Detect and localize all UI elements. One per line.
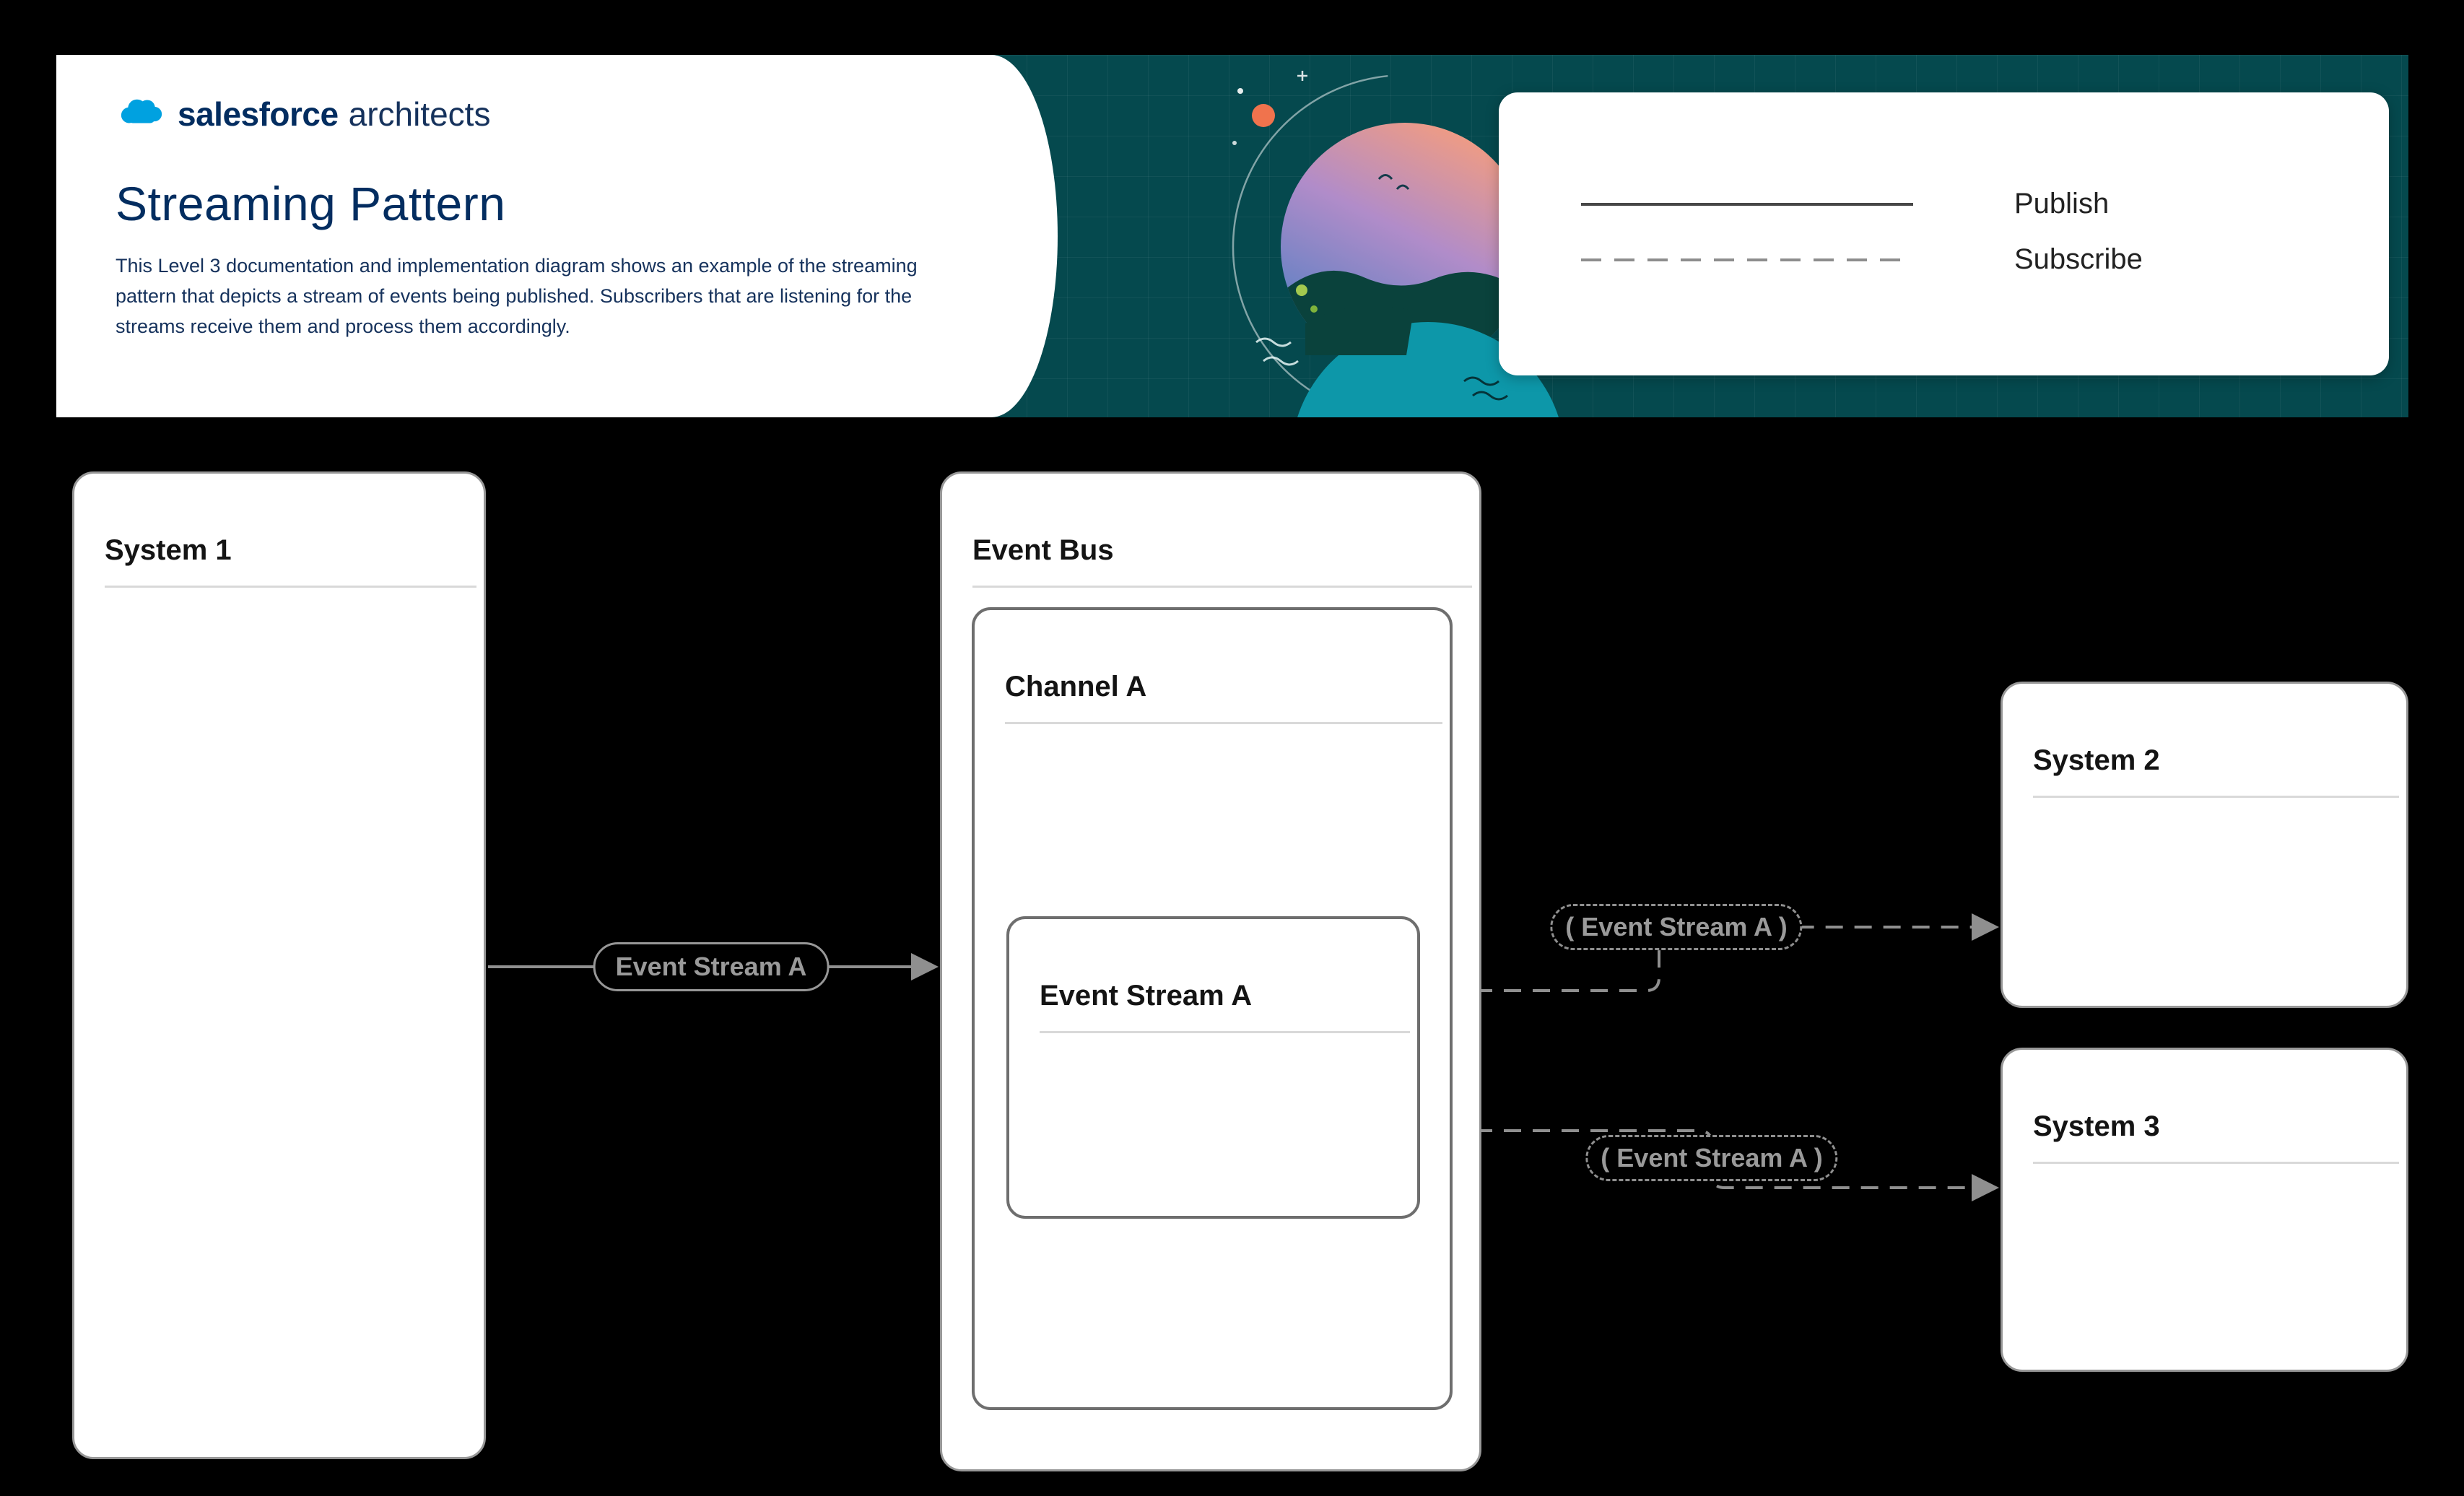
title-divider (972, 586, 1472, 588)
legend-subscribe-label: Subscribe (2014, 243, 2143, 275)
title-divider (2033, 1162, 2399, 1164)
channel-a-title: Channel A (1005, 671, 1147, 703)
hill-landmass (1305, 306, 1414, 355)
title-divider (105, 586, 476, 588)
system-1-box: System 1 (72, 471, 486, 1459)
subscribe-line-sample (1581, 258, 1913, 261)
star-dot (1237, 88, 1243, 94)
channel-a-box: Channel A Event Stream A (972, 607, 1453, 1410)
logo-brand-text: salesforce (178, 95, 339, 133)
header-banner: salesforce architects Streaming Pattern … (56, 55, 2408, 417)
green-dot (1296, 284, 1307, 296)
star-plus-icon (1297, 71, 1307, 81)
publish-line-sample (1581, 203, 1913, 206)
star-dot (1232, 141, 1237, 145)
title-divider (1040, 1031, 1410, 1033)
salesforce-architects-logo: salesforce architects (116, 94, 991, 134)
page-description: This Level 3 documentation and implement… (116, 255, 918, 337)
subscribe-arrowhead-system2 (1972, 913, 1999, 941)
page-title: Streaming Pattern (116, 177, 506, 230)
system-3-box: System 3 (2001, 1048, 2408, 1372)
subscribe-flow-label-bottom: ( Event Stream A ) (1585, 1135, 1838, 1181)
system-3-title: System 3 (2033, 1110, 2160, 1142)
green-dot (1310, 305, 1318, 313)
subscribe-arrowhead-system3 (1972, 1174, 1999, 1201)
birds-icon (1377, 174, 1410, 190)
title-divider (1005, 722, 1442, 724)
legend-card: Publish Subscribe (1499, 92, 2389, 375)
logo-suffix-text: architects (348, 95, 491, 133)
sun-dot (1252, 104, 1275, 127)
event-stream-a-title: Event Stream A (1040, 980, 1253, 1012)
space-illustration (1232, 71, 1572, 417)
waves-right-icon (1463, 376, 1508, 401)
system-1-title: System 1 (105, 534, 232, 566)
legend-publish-label: Publish (2014, 188, 2110, 219)
publish-flow-label: Event Stream A (593, 942, 830, 991)
title-divider (2033, 796, 2399, 798)
header-white-panel: salesforce architects Streaming Pattern … (56, 55, 1058, 417)
system-2-title: System 2 (2033, 744, 2160, 776)
publish-arrowhead (911, 953, 939, 980)
salesforce-cloud-icon (121, 99, 162, 123)
subscribe-flow-label-top: ( Event Stream A ) (1550, 904, 1803, 950)
event-stream-a-box: Event Stream A (1006, 916, 1420, 1219)
waves-left-icon (1255, 337, 1299, 366)
event-bus-box: Event Bus Channel A Event Stream A (940, 471, 1481, 1471)
system-2-box: System 2 (2001, 682, 2408, 1008)
event-bus-title: Event Bus (972, 534, 1114, 566)
